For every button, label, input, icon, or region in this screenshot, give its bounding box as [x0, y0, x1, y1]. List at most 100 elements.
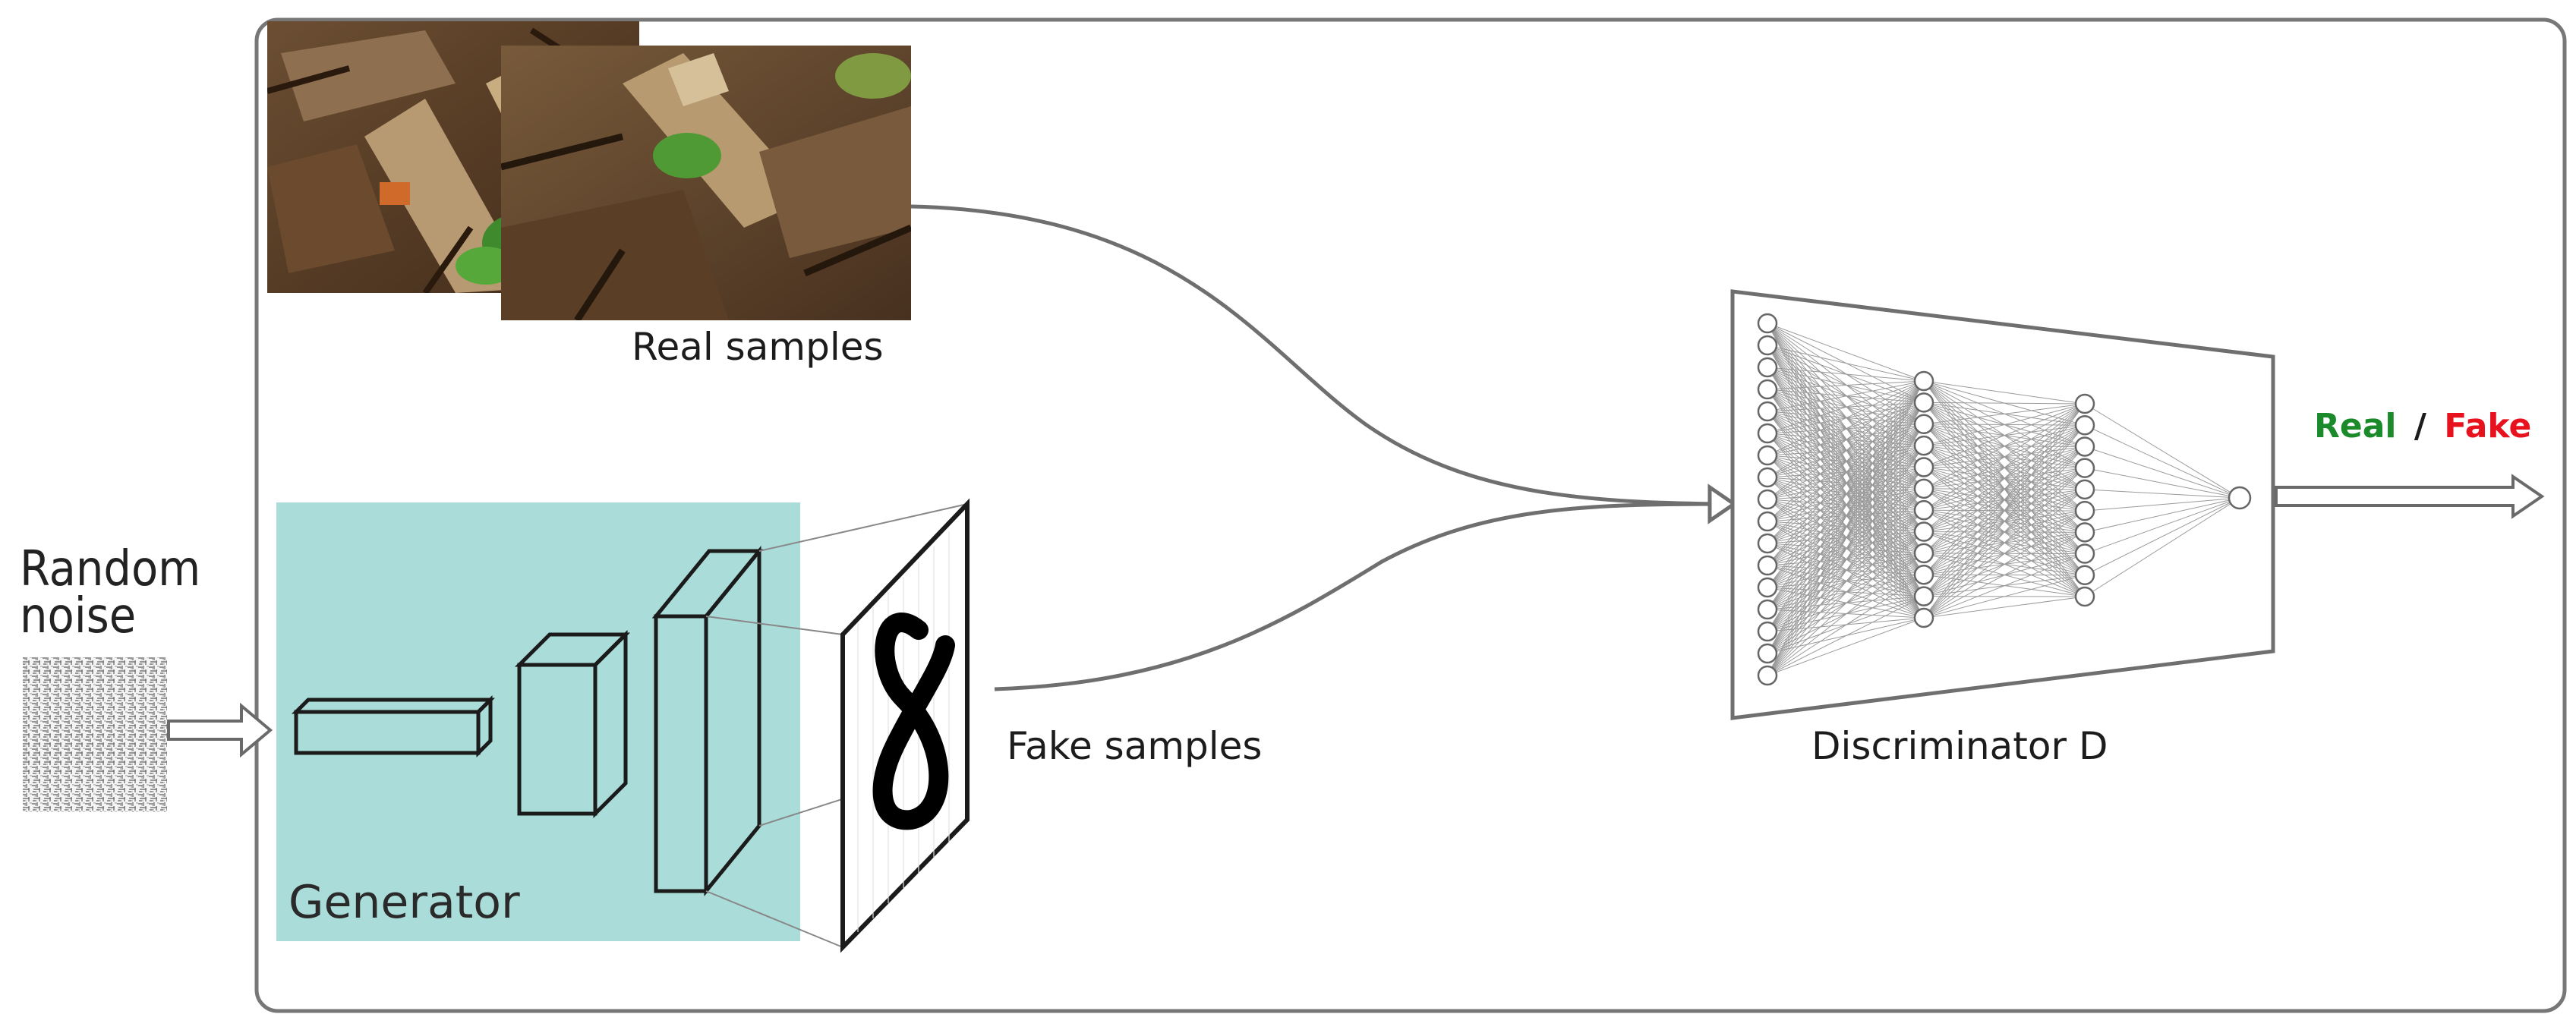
network-edge — [1767, 509, 1925, 676]
network-edge — [1923, 424, 2086, 619]
discriminator-network — [1757, 313, 2252, 686]
network-edge — [1767, 380, 1925, 654]
network-node — [1757, 423, 1778, 444]
output-label: Real / Fake — [2314, 407, 2531, 446]
noise-image — [23, 657, 167, 812]
network-edge — [2084, 497, 2240, 555]
network-node — [2074, 522, 2095, 543]
network-node — [2074, 458, 2095, 478]
network-node — [1913, 414, 1934, 434]
network-edge — [1923, 575, 2086, 619]
network-edge — [1767, 617, 1925, 676]
network-node — [1913, 370, 1934, 392]
network-edge — [1767, 380, 1925, 522]
network-edge — [2084, 468, 2240, 499]
fake-to-discriminator-curve — [994, 502, 1724, 691]
network-node — [2074, 479, 2095, 500]
network-edge — [1767, 380, 1925, 632]
generator-label: Generator — [288, 876, 520, 929]
network-edge — [1923, 403, 2086, 425]
real-samples-label: Real samples — [632, 325, 884, 369]
network-node — [2074, 436, 2095, 457]
network-edge — [1767, 380, 1925, 588]
network-edge — [2084, 489, 2240, 499]
network-edge — [1923, 596, 2086, 619]
network-edge — [1767, 380, 1925, 500]
network-node — [1757, 599, 1778, 620]
network-node — [1757, 577, 1778, 598]
network-node — [1757, 313, 1778, 334]
network-node — [1757, 379, 1778, 400]
generator-box — [276, 502, 800, 941]
network-node — [2074, 414, 2095, 436]
network-node — [1757, 489, 1778, 510]
network-edge — [2084, 424, 2240, 499]
network-node — [1757, 445, 1778, 466]
network-edge — [1767, 380, 1925, 610]
output-separator: / — [2414, 407, 2426, 446]
real-to-discriminator-curve — [910, 204, 1724, 506]
network-edge — [2084, 497, 2240, 576]
network-node — [2074, 500, 2095, 521]
noise-label-line2: noise — [20, 588, 137, 644]
network-node — [1913, 521, 1934, 542]
network-edge — [1923, 510, 2086, 619]
noise-to-generator-arrow — [167, 702, 273, 758]
real-sample-image-2 — [501, 46, 911, 320]
network-edge — [1923, 403, 2086, 619]
network-node — [1913, 543, 1934, 564]
network-edge — [1767, 553, 1925, 676]
network-edge — [1923, 446, 2086, 619]
network-edge — [1767, 402, 1925, 676]
network-edge — [2084, 497, 2240, 597]
network-edge — [1767, 380, 1925, 566]
network-node — [2228, 486, 2252, 510]
network-edge — [1767, 596, 1925, 676]
network-node — [1913, 499, 1934, 521]
network-edge — [1923, 403, 2086, 446]
network-node — [1757, 555, 1778, 576]
network-node — [1913, 457, 1934, 477]
network-node — [1757, 357, 1778, 378]
network-edge — [1767, 467, 1925, 676]
network-edge — [1923, 468, 2086, 619]
network-node — [1913, 607, 1934, 628]
network-edge — [1923, 531, 2086, 619]
network-edge — [1923, 403, 2086, 597]
network-node — [1913, 478, 1934, 499]
network-node — [2074, 565, 2095, 586]
network-node — [2074, 393, 2095, 414]
network-edge — [1923, 402, 2086, 405]
network-edge — [1767, 445, 1925, 676]
network-edge — [1767, 380, 1925, 676]
network-edge — [2084, 446, 2240, 499]
network-edge — [1767, 323, 1925, 382]
network-edge — [1767, 380, 1925, 544]
network-edge — [1923, 380, 2086, 405]
output-real-label: Real — [2314, 407, 2397, 446]
generator-layer-1 — [291, 694, 496, 758]
fake-sample-image — [840, 498, 970, 953]
network-node — [1913, 392, 1934, 413]
outer-frame — [254, 17, 2567, 1013]
discriminator-trapezoid — [1730, 289, 2275, 720]
discriminator-label: Discriminator D — [1811, 724, 2108, 768]
network-edge — [1767, 345, 1925, 382]
network-edge — [1923, 403, 2086, 490]
discriminator-input-arrowhead — [1707, 483, 1738, 524]
network-node — [2074, 586, 2095, 607]
network-node — [1913, 586, 1934, 606]
network-edge — [1923, 403, 2086, 554]
noise-label-line1: Random — [20, 541, 201, 597]
network-edge — [1767, 531, 1925, 676]
network-node — [1757, 665, 1778, 686]
fake-samples-label: Fake samples — [1007, 724, 1263, 768]
generator-layer-2 — [514, 629, 631, 819]
network-node — [1757, 511, 1778, 532]
network-node — [1913, 565, 1934, 585]
network-edge — [2084, 497, 2240, 533]
network-edge — [1767, 424, 1925, 676]
network-edge — [1767, 380, 1925, 434]
network-edge — [1923, 553, 2086, 619]
